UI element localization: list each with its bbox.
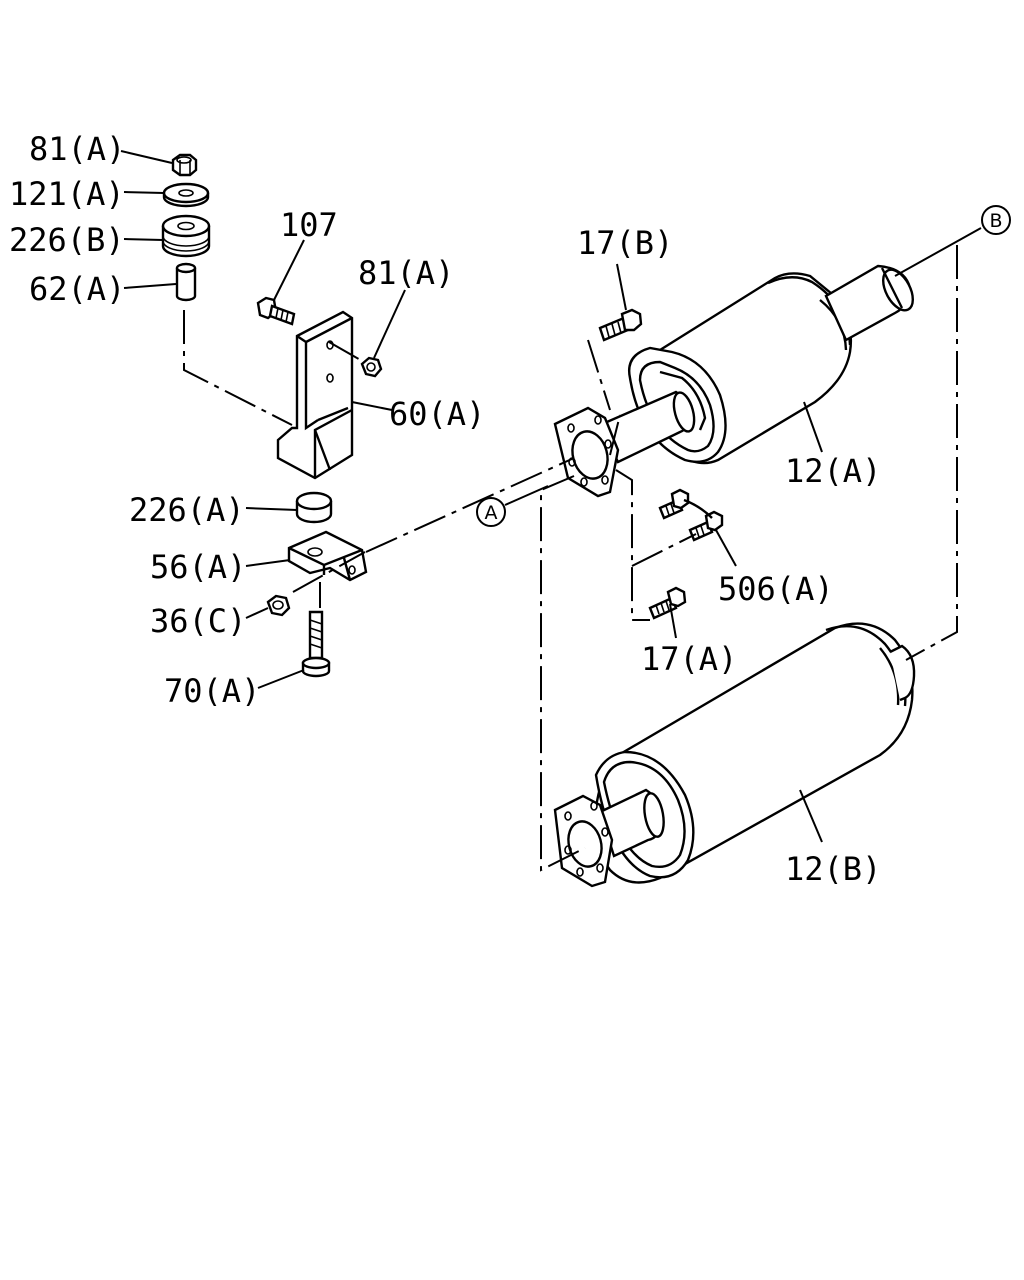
callout-12a: 12(A) [785, 452, 881, 490]
callout-70a: 70(A) [164, 672, 260, 710]
callout-226b: 226(B) [9, 221, 125, 259]
nut-81a-top [171, 153, 198, 177]
callout-81a-top: 81(A) [29, 130, 125, 168]
bolt-17a [648, 586, 687, 620]
callout-226a: 226(A) [129, 491, 245, 529]
bracket-56a [287, 530, 368, 582]
connector-b-label: B [989, 210, 1002, 232]
nut-81a-bracket [360, 356, 383, 378]
washer-121a [162, 182, 210, 208]
bolts-506a [658, 488, 724, 542]
callout-36c: 36(C) [150, 602, 246, 640]
callout-60a: 60(A) [389, 395, 485, 433]
callout-56a: 56(A) [150, 548, 246, 586]
callout-17b: 17(B) [577, 224, 673, 262]
muffler-12a [553, 264, 914, 498]
callout-62a: 62(A) [29, 270, 125, 308]
callout-81a-bracket: 81(A) [358, 254, 454, 292]
muffler-12b [553, 622, 916, 888]
bolt-107 [256, 296, 296, 326]
rubber-226b [161, 214, 211, 258]
bolt-17b [598, 308, 643, 342]
connector-b: B [981, 205, 1011, 235]
callout-107: 107 [280, 206, 338, 244]
assembly-lines [183, 245, 958, 872]
leader-lines [120, 150, 982, 843]
connector-a-label: A [485, 502, 498, 524]
collar-62a [175, 262, 197, 302]
mount-stack-parts [161, 153, 211, 302]
callout-12b: 12(B) [785, 850, 881, 888]
nut-36c [266, 594, 291, 617]
rubber-226a [295, 491, 333, 524]
bolt-70a [301, 610, 331, 678]
bracket-60a [276, 310, 354, 480]
callout-labels: 81(A) 121(A) 226(B) 62(A) 107 81(A) 60(A… [9, 130, 881, 888]
callout-506a: 506(A) [718, 570, 834, 608]
connector-a: A [476, 497, 506, 527]
callout-17a: 17(A) [641, 640, 737, 678]
callout-121a: 121(A) [9, 175, 125, 213]
